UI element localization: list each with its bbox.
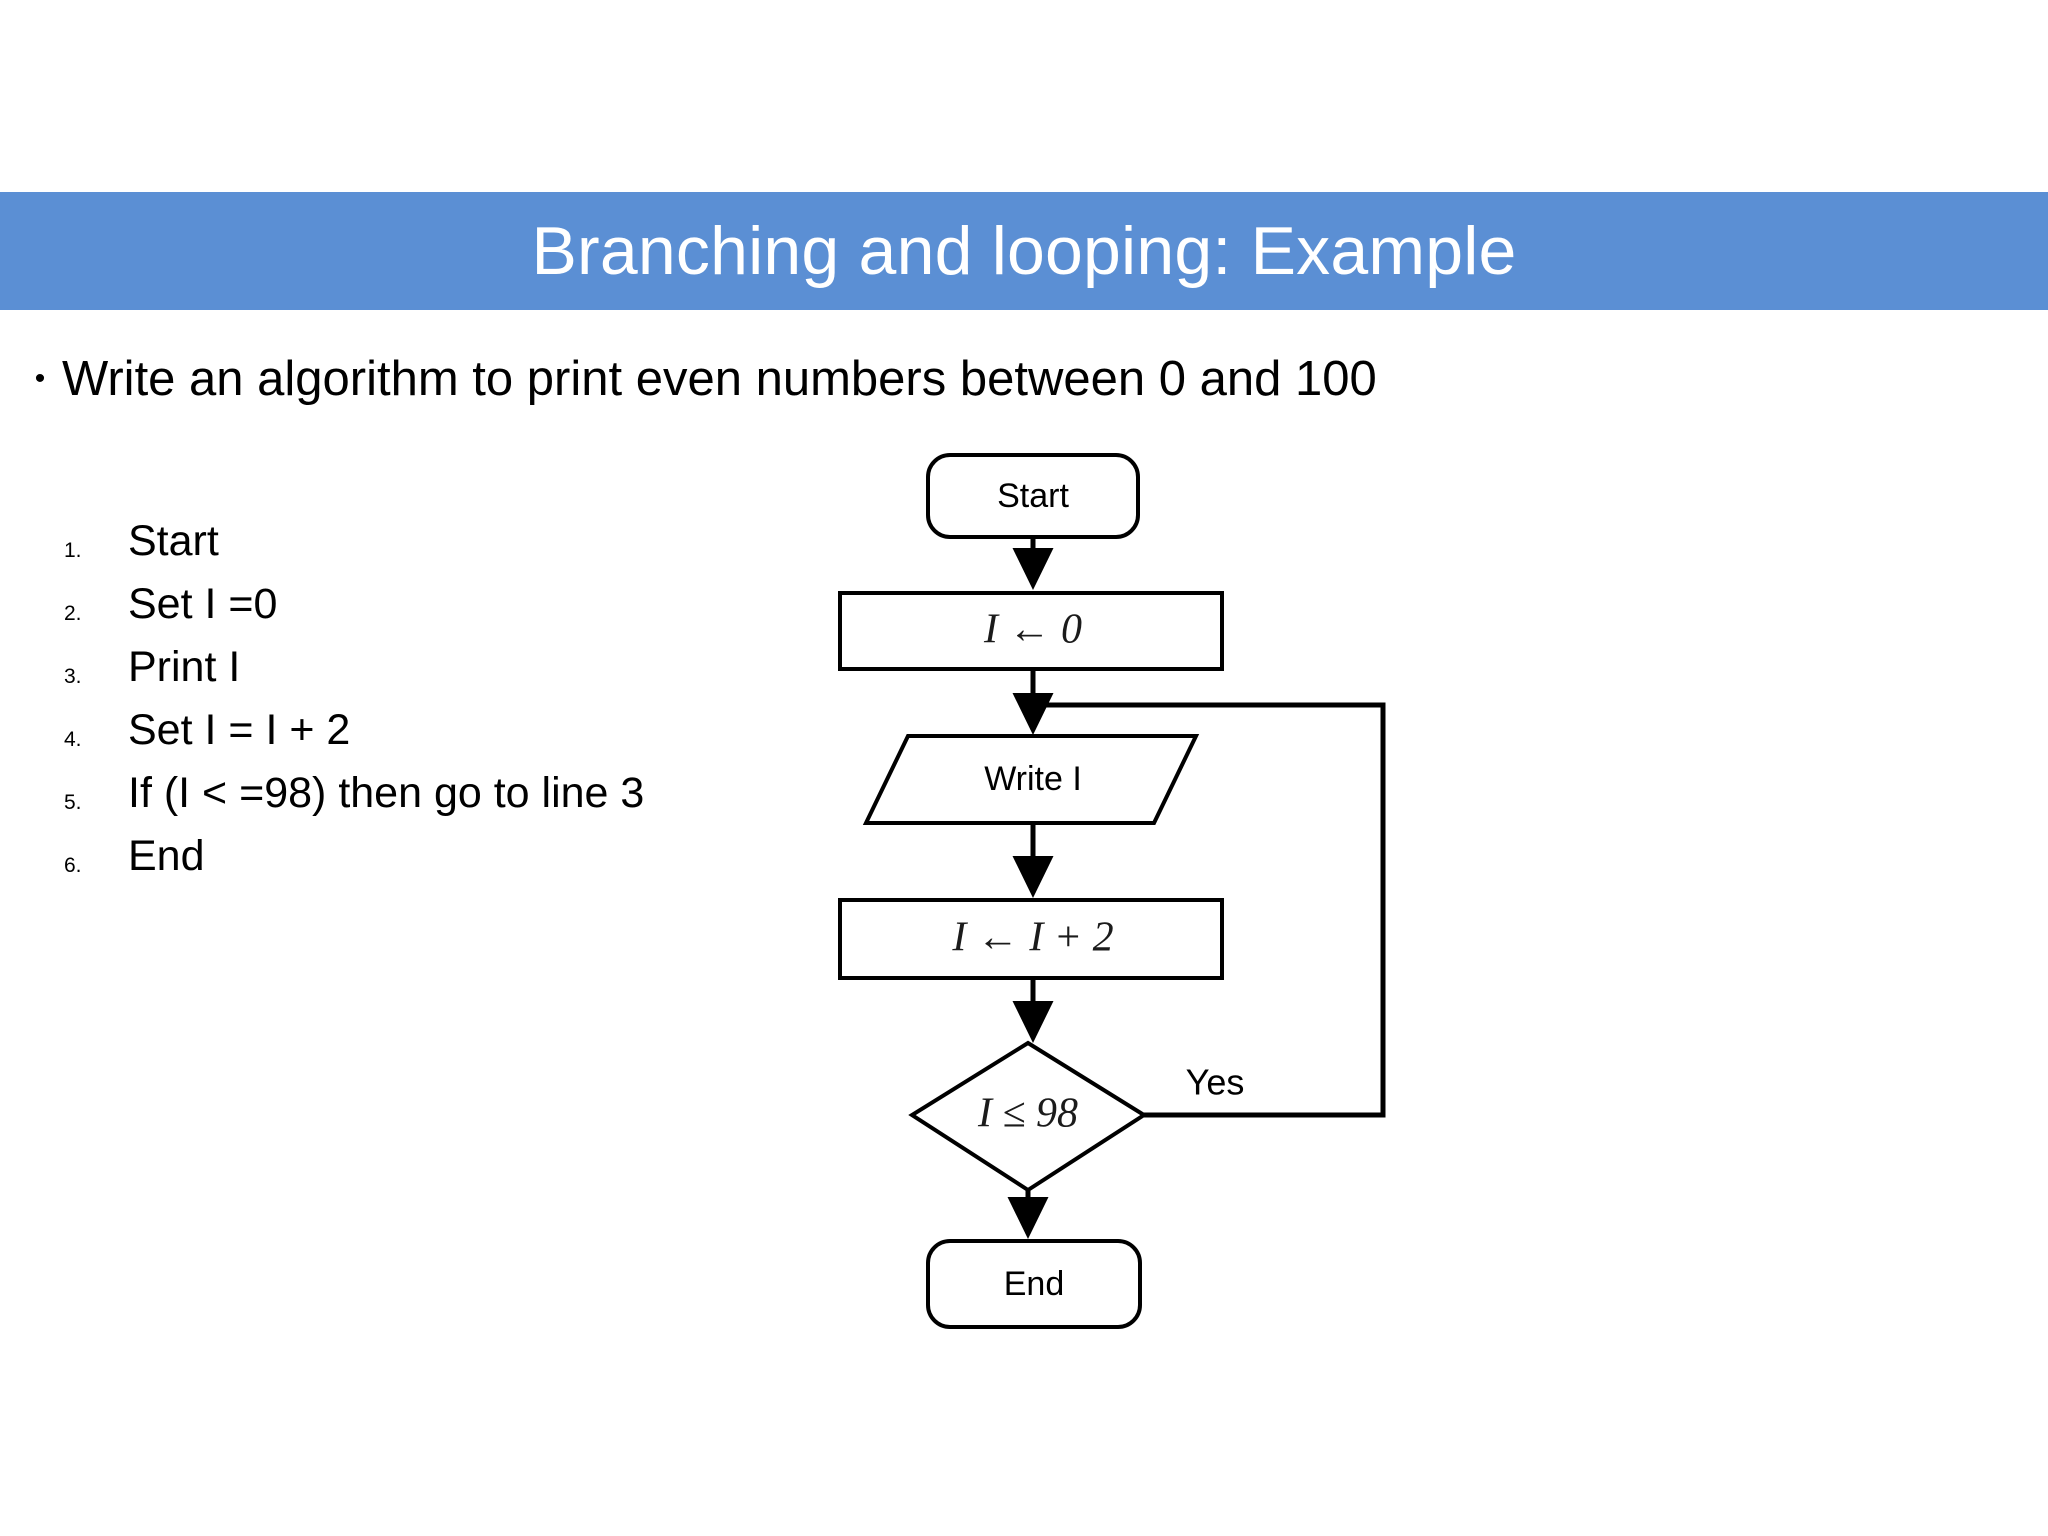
list-item-label: Print I bbox=[128, 643, 241, 691]
flow-node-decision-label: I ≤ 98 bbox=[977, 1091, 1078, 1137]
flow-node-increment: I ← I + 2 bbox=[838, 898, 1224, 980]
list-item-number: 2. bbox=[64, 602, 82, 625]
list-item-number: 4. bbox=[64, 728, 82, 751]
flow-edge-yes-loop bbox=[1036, 702, 1386, 1118]
list-item-label: Set I = I + 2 bbox=[128, 706, 351, 754]
list-item-number: 6. bbox=[64, 854, 82, 877]
list-item: 5. If (I < =98) then go to line 3 bbox=[60, 767, 820, 830]
bullet-marker-icon: • bbox=[34, 362, 46, 395]
list-item-number: 5. bbox=[64, 791, 82, 814]
flow-edge-yes-label: Yes bbox=[1186, 1062, 1245, 1103]
list-item-number: 1. bbox=[64, 539, 82, 562]
flow-node-output: Write I bbox=[862, 734, 1200, 825]
bullet-row: • Write an algorithm to print even numbe… bbox=[18, 352, 1718, 406]
list-item: 6. End bbox=[60, 830, 820, 893]
algorithm-step-list: 1. Start 2. Set I =0 3. Print I 4. Set I… bbox=[60, 515, 820, 893]
flow-node-decision: I ≤ 98 bbox=[908, 1040, 1148, 1193]
list-item: 2. Set I =0 bbox=[60, 578, 820, 641]
flow-node-start-label: Start bbox=[997, 477, 1069, 515]
flow-node-init-label: I ← 0 bbox=[983, 607, 1082, 653]
page-title: Branching and looping: Example bbox=[531, 213, 1517, 289]
list-item-number: 3. bbox=[64, 665, 82, 688]
list-item: 3. Print I bbox=[60, 641, 820, 704]
flow-node-init: I ← 0 bbox=[838, 591, 1224, 671]
list-item: 4. Set I = I + 2 bbox=[60, 704, 820, 767]
flow-node-end: End bbox=[926, 1239, 1142, 1329]
flow-node-increment-label: I ← I + 2 bbox=[951, 915, 1113, 961]
list-item-label: Start bbox=[128, 517, 219, 565]
flow-node-end-label: End bbox=[1004, 1265, 1065, 1303]
list-item-label: Set I =0 bbox=[128, 580, 278, 628]
slide-title-bar: Branching and looping: Example bbox=[0, 192, 2048, 310]
bullet-text: Write an algorithm to print even numbers… bbox=[62, 352, 1377, 406]
flow-node-start: Start bbox=[926, 453, 1140, 539]
list-item-label: If (I < =98) then go to line 3 bbox=[128, 769, 645, 817]
list-item-label: End bbox=[128, 832, 205, 880]
list-item: 1. Start bbox=[60, 515, 820, 578]
flow-node-output-label: Write I bbox=[984, 760, 1082, 798]
